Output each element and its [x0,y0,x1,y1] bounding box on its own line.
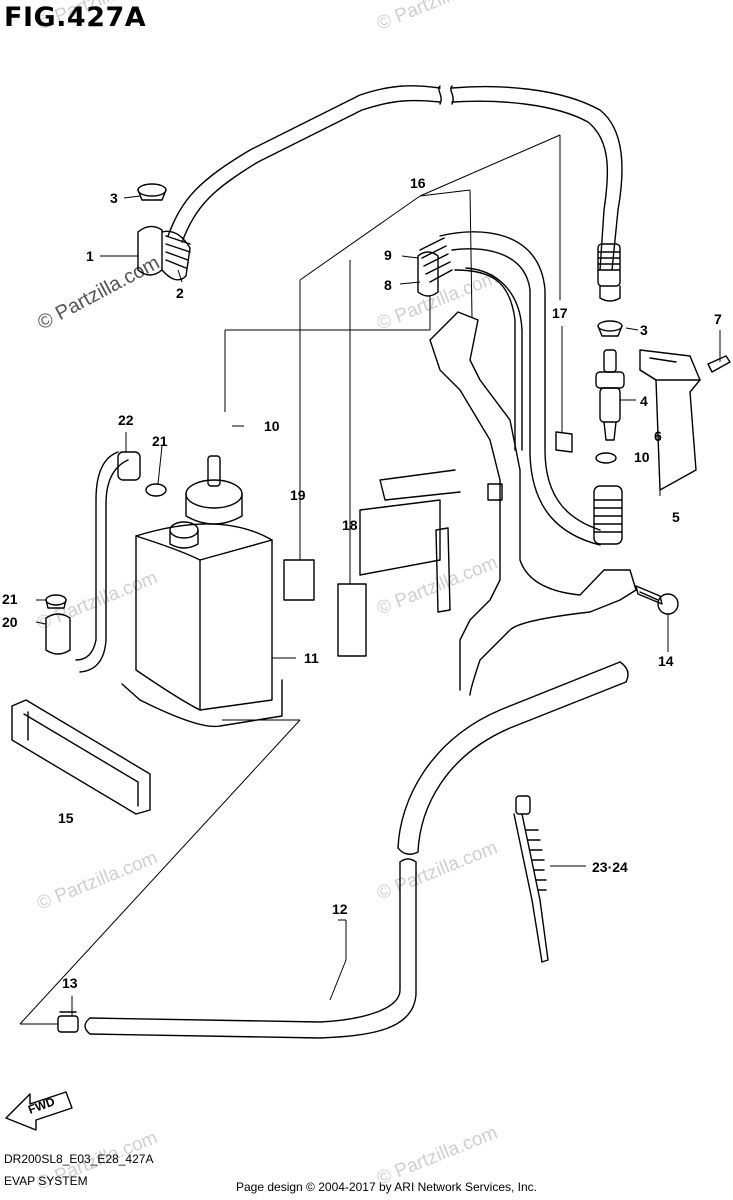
leader-lines [19,134,721,1025]
callout-part-3b: 3 [640,322,648,338]
callout-part-13: 13 [62,975,78,991]
callout-part-10b: 10 [634,449,650,465]
callout-labels-main: 1 2 3 3 4 5 6 7 8 9 10 10 11 12 13 14 15… [2,175,722,991]
footer-credit: Page design © 2004-2017 by ARI Network S… [236,1180,538,1194]
callout-part-16: 16 [410,175,426,191]
callout-part-10: 10 [264,418,280,434]
fwd-arrow-icon [5,1091,73,1131]
tie-23-drawing [513,795,549,963]
callout-part-21b: 21 [152,433,168,449]
callout-part-7: 7 [714,311,722,327]
callout-part-6: 6 [654,428,662,444]
figure-title: FIG.427A [4,2,147,33]
valve-4-drawing [595,320,625,464]
callout-part-1: 1 [86,248,94,264]
footer-system-name: EVAP SYSTEM [4,1174,88,1188]
hose-22-drawing [45,451,167,673]
callout-part-21: 21 [2,591,18,607]
callout-part-11: 11 [304,650,319,666]
clip-17-drawing [555,431,573,453]
callout-part-3: 3 [110,190,118,206]
gasket-18-drawing [337,583,367,657]
callout-part-20: 20 [2,614,18,630]
bolt-14-drawing [635,585,679,615]
callout-part-18: 18 [342,517,358,533]
footer-model-code: DR200SL8_E03_E28_427A [4,1152,154,1166]
fitting-drawing [137,183,191,281]
callout-part-8: 8 [384,277,392,293]
watermark-main: © Partzilla.com [34,252,163,335]
callout-part-2: 2 [176,285,184,301]
gasket-19-drawing [283,559,315,601]
callout-part-19: 19 [290,487,306,503]
callout-part-5: 5 [672,509,680,525]
strap-15-drawing [11,699,151,815]
callout-part-15: 15 [58,810,74,826]
watermark-text: © Partzilla.com [34,567,161,634]
frame-bracket-drawing [359,311,637,696]
callout-part-14: 14 [658,653,674,669]
watermark-text: © Partzilla.com [34,847,161,914]
bracket-5-drawing [639,349,731,491]
fwd-label: FWD [26,1094,57,1117]
canister-11-drawing [121,455,283,728]
callout-part-12: 12 [332,901,348,917]
watermark-text: © Partzilla.com [374,0,501,35]
callout-part-22: 22 [118,412,134,428]
callout-part-17: 17 [552,305,568,321]
callout-part-4: 4 [640,393,648,409]
hose-9-drawing [417,231,601,546]
top-hose-drawing [167,85,623,302]
clamp-13-drawing [57,1011,79,1033]
background-watermarks: © Partzilla.com © Partzilla.com © Partzi… [34,0,501,1195]
hose-12-drawing [84,661,629,1039]
watermark-text: © Partzilla.com [374,837,501,904]
callout-part-23-24: 23·24 [592,859,628,875]
callout-part-9: 9 [384,247,392,263]
hose-lower-drawing [593,485,623,545]
